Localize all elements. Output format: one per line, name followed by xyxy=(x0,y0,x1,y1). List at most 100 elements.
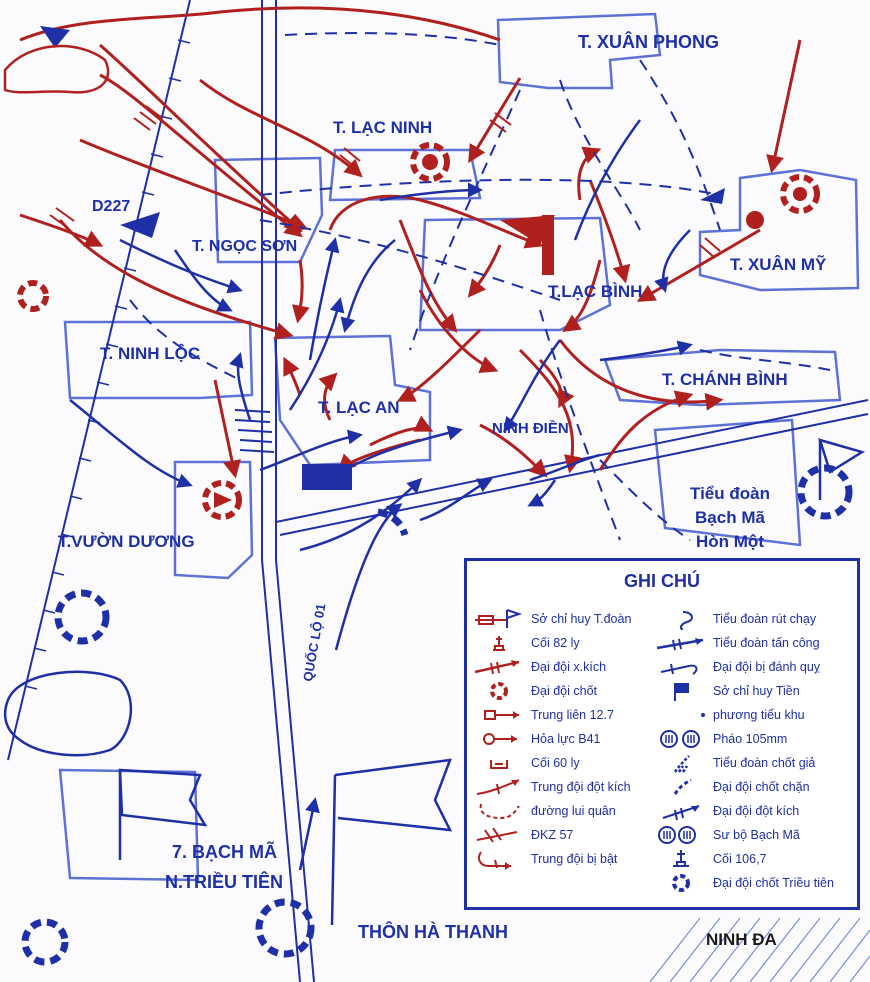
label-vuon-duong: T.VƯỜN DƯƠNG xyxy=(58,532,195,551)
label-chanh-binh: T. CHÁNH BÌNH xyxy=(662,370,788,389)
legend-label: Đại đội chốt Triều tiên xyxy=(713,876,834,890)
hq-regiment-flag-icon xyxy=(475,609,523,628)
legend-left-8: đường lui quân xyxy=(471,799,616,823)
legend-label: Cối 60 ly xyxy=(531,756,580,770)
legend-label: Sở chỉ huy Tiền xyxy=(713,684,800,698)
label-lac-ninh: T. LẠC NINH xyxy=(333,118,433,137)
blue-positions xyxy=(21,464,853,966)
blocking-company-2-icon xyxy=(673,778,692,795)
legend-label: Đại đội đột kích xyxy=(713,804,800,818)
legend-title: GHI CHÚ xyxy=(624,571,700,591)
legend-right-10: Cối 106,7 xyxy=(653,847,767,871)
legend-label: Trung đội bị bật xyxy=(531,852,618,866)
legend-right-9: Sư bộ Bạch Mã xyxy=(653,823,800,847)
legend-right-7: Đại đội chốt chặn xyxy=(653,775,810,799)
label-ngoc-son: T. NGỌC SƠN xyxy=(192,238,298,255)
label-tieu-doan-line1: Tiểu đoàn xyxy=(690,484,770,503)
mortar-82-icon xyxy=(493,636,505,651)
red-positions xyxy=(17,142,820,520)
legend-right-3: Sở chỉ huy Tiền xyxy=(653,679,800,703)
label-tieu-doan-line2: Bạch Mã xyxy=(695,508,765,527)
legend-label: Hỏa lực B41 xyxy=(531,732,601,746)
legend-left-3: Đại đội chốt xyxy=(471,679,597,703)
b41-fire-icon xyxy=(483,733,517,745)
legend-label: Đại đội bị đánh quỵ xyxy=(713,660,821,674)
legend-right-4: phương tiểu khu xyxy=(653,703,805,727)
legend-label: phương tiểu khu xyxy=(713,708,805,722)
label-d227: D227 xyxy=(92,198,131,215)
legend-right-1: Tiểu đoàn tấn công xyxy=(653,631,820,655)
company-repelled-icon xyxy=(660,663,698,675)
legend-label: Pháo 105mm xyxy=(713,732,788,746)
legend-label: Trung liên 12.7 xyxy=(531,708,614,722)
legend-label: đường lui quân xyxy=(531,804,616,818)
label-xuan-phong: T. XUÂN PHONG xyxy=(578,32,720,52)
legend-label: Tiểu đoàn rút chạy xyxy=(713,612,817,626)
blocking-company-icon xyxy=(490,682,508,700)
legend-left-9: ĐKZ 57 xyxy=(471,823,573,847)
attack-arrows xyxy=(19,6,802,479)
retreat-lines xyxy=(129,32,831,541)
dkz57-icon xyxy=(476,827,518,843)
label-xuan-my: T. XUÂN MỸ xyxy=(730,255,827,274)
legend-right-2: Đại đội bị đánh quỵ xyxy=(653,655,820,679)
legend-label: Tiểu đoàn tấn công xyxy=(713,636,820,650)
label-ninh-dien: NINH ĐIỀN xyxy=(492,420,569,437)
flags xyxy=(40,26,866,926)
legend-left-2: Đại đội x.kích xyxy=(471,655,606,679)
enemy-blobs xyxy=(3,44,133,757)
legend-label: Cối 106,7 xyxy=(713,852,767,866)
label-trieu-tien: N.TRIỀU TIÊN xyxy=(165,872,284,892)
mortar-60-icon xyxy=(490,760,508,769)
battalion-attack-icon xyxy=(656,638,704,651)
enemy-arrows xyxy=(69,119,693,871)
korean-company-icon xyxy=(672,874,690,892)
legend-label: Đại đội chốt xyxy=(531,684,598,698)
legend-right-0: Tiểu đoàn rút chạy xyxy=(653,607,816,631)
railway xyxy=(7,0,191,761)
feint-battalion-icon xyxy=(673,755,690,773)
mortar-106-icon xyxy=(673,850,689,867)
legend-left-10: Trung đội bị bật xyxy=(471,847,617,871)
legend-label: Trung đội đột kích xyxy=(531,780,631,794)
legend-left-5: Hỏa lực B41 xyxy=(471,727,601,751)
platoon-pinned-icon xyxy=(478,851,511,870)
battalion-retreat-icon xyxy=(679,611,693,630)
legend-box: GHI CHÚ Sở chỉ huy T.đoàn Cối 82 ly Đại … xyxy=(464,558,860,910)
assault-platoon-icon xyxy=(476,779,520,795)
legend-label: Sở chỉ huy T.đoàn xyxy=(531,612,632,626)
legend-left-0: Sở chỉ huy T.đoàn xyxy=(471,607,631,631)
retreat-route-icon xyxy=(479,803,520,820)
legend-label: Sư bộ Bạch Mã xyxy=(713,828,800,842)
dot-icon xyxy=(701,713,705,717)
legend-left-4: Trung liên 12.7 xyxy=(471,703,614,727)
legend-label: Tiểu đoàn chốt giả xyxy=(713,756,816,770)
legend-label: Cối 82 ly xyxy=(531,636,580,650)
label-ninh-loc: T. NINH LỘC xyxy=(100,344,201,363)
assault-company-arrow-icon xyxy=(474,660,520,675)
legend-left-7: Trung đội đột kích xyxy=(471,775,631,799)
label-tieu-doan-line3: Hòn Một xyxy=(696,532,764,551)
label-ha-thanh: THÔN HÀ THANH xyxy=(358,922,508,942)
raid-company-icon xyxy=(662,805,700,821)
legend-right-5: Pháo 105mm xyxy=(653,727,787,751)
legend-right-11: Đại đội chốt Triều tiên xyxy=(653,871,834,895)
artillery-105-icon xyxy=(660,730,700,748)
legend-label: Đại đội x.kích xyxy=(531,660,607,674)
legend-right-8: Đại đội đột kích xyxy=(653,799,799,823)
highway-ql1 xyxy=(261,0,315,982)
label-lac-an: T. LẠC AN xyxy=(318,398,400,417)
legend-left-6: Cối 60 ly xyxy=(471,751,580,775)
legend-left-1: Cối 82 ly xyxy=(471,631,580,655)
division-icon xyxy=(658,826,696,844)
forward-hq-flag-icon xyxy=(674,683,689,701)
legend-label: ĐKZ 57 xyxy=(531,828,574,842)
legend-right-6: Tiểu đoàn chốt giả xyxy=(653,751,815,775)
heavy-mg-icon xyxy=(484,710,519,720)
label-ninh-da: NINH ĐA xyxy=(706,930,777,949)
legend-label: Đại đội chốt chặn xyxy=(713,780,810,794)
label-lac-binh: T.LẠC BÌNH xyxy=(548,282,643,301)
label-bach-ma: 7. BẠCH MÃ xyxy=(172,842,278,862)
